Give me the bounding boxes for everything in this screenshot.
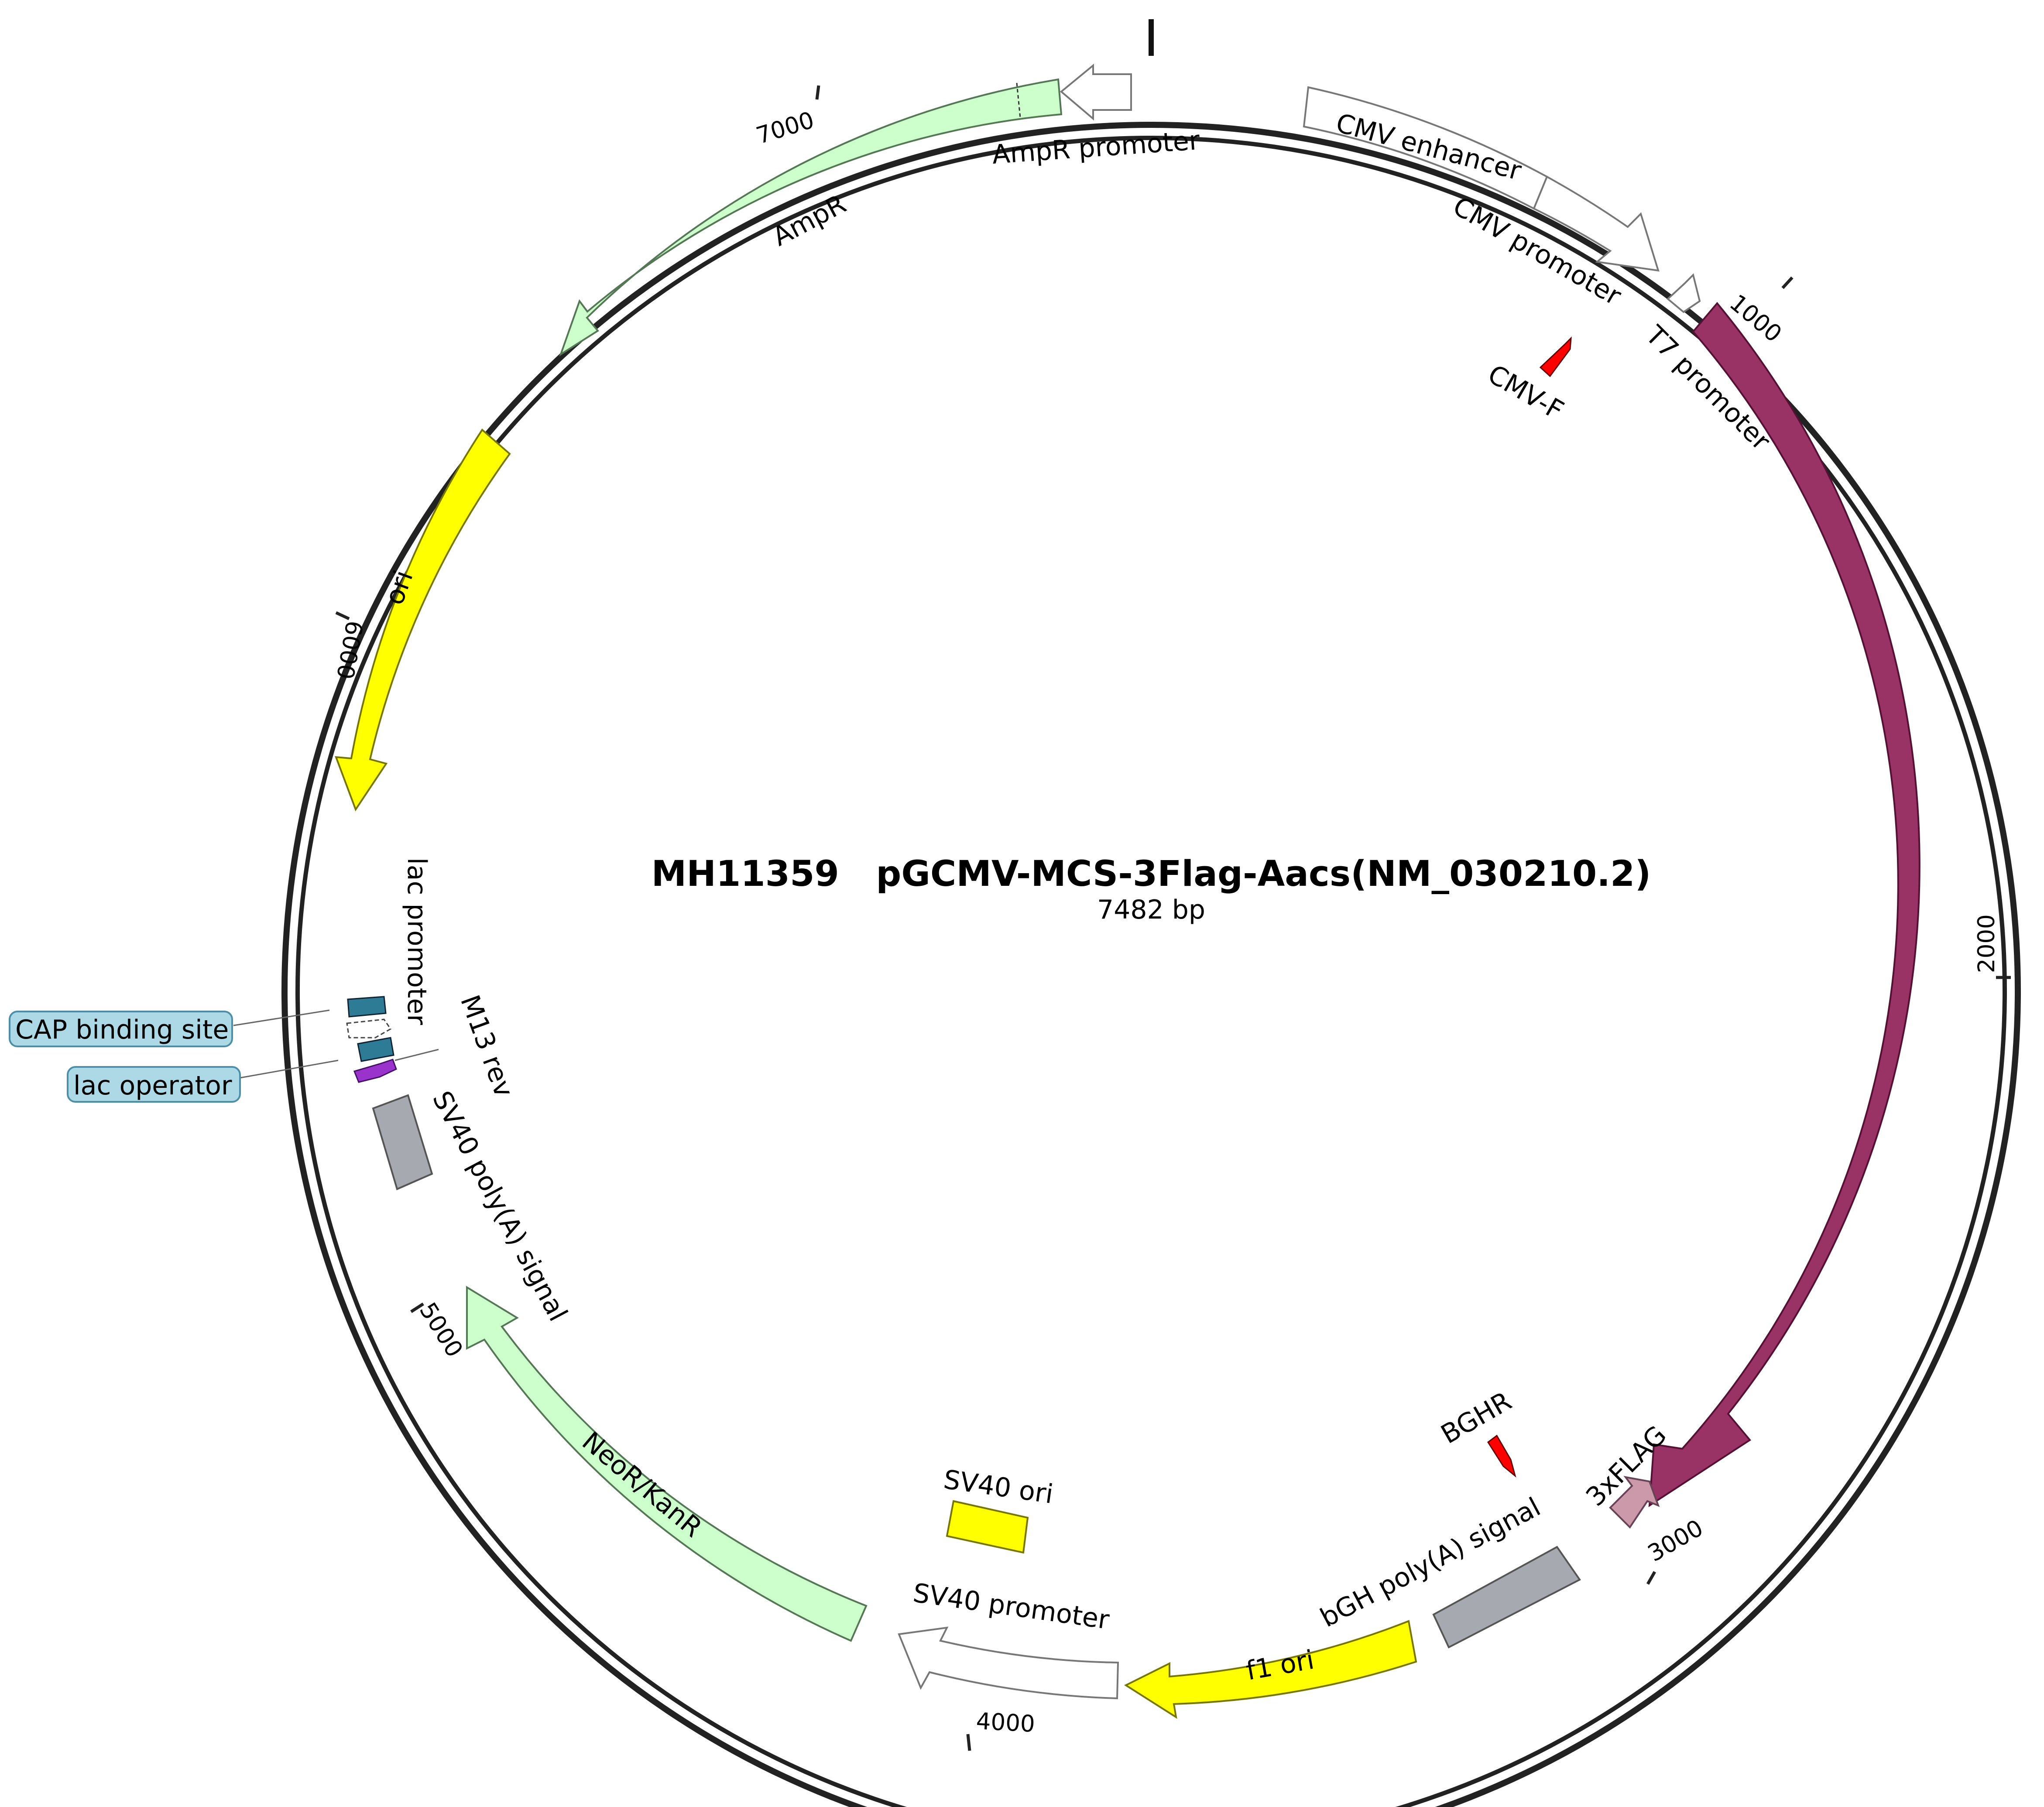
backbone-outer-ring — [281, 122, 2021, 1807]
cmv-enhancer-label: CMV enhancer — [1333, 108, 1525, 187]
cap-binding-callout-line — [233, 1009, 330, 1026]
neor-kanr-label: NeoR/KanR — [576, 1426, 708, 1543]
tick-6000 — [335, 611, 350, 621]
cmv-f-primer — [1539, 336, 1572, 377]
tick-7000 — [815, 85, 820, 100]
lac-operator-callout-line-2 — [394, 1049, 439, 1061]
tick-label-5000: 5000 — [414, 1298, 468, 1362]
tick-label-3000: 3000 — [1643, 1515, 1708, 1567]
ampr-arrow — [559, 78, 1063, 357]
cap-binding-site-shape-2 — [347, 996, 387, 1018]
cap-binding-site-shape — [357, 1037, 394, 1062]
sv40-promoter-label: SV40 promoter — [911, 1578, 1111, 1636]
tick-label-4000: 4000 — [975, 1708, 1036, 1738]
m13-rev-label: M13 rev — [454, 991, 519, 1101]
sv40-ori-shape — [946, 1500, 1029, 1554]
lac-operator-callout-box — [67, 1066, 241, 1103]
ori-arrow — [335, 428, 511, 812]
tick-5000 — [410, 1303, 424, 1313]
neor-kanr-arrow — [466, 1286, 868, 1642]
cap-binding-callout-box — [9, 1011, 233, 1047]
tick-1000 — [1781, 276, 1794, 289]
plasmid-length: 7482 bp — [1097, 895, 1205, 925]
cap-binding-callout-text: CAP binding site — [15, 1015, 229, 1045]
three-x-flag-arrow — [1609, 1476, 1660, 1529]
plasmid-name: MH11359 pGCMV-MCS-3Flag-Aacs(NM_030210.2… — [652, 854, 1651, 895]
sv40-promoter-arrow — [898, 1626, 1119, 1700]
bghr-primer — [1487, 1434, 1516, 1478]
aacs-gene-arrow — [1648, 302, 1921, 1507]
backbone-inner-ring — [295, 136, 2007, 1807]
ampr-promoter-arrow — [1060, 63, 1132, 121]
lac-promoter-label: lac promoter — [401, 857, 432, 1025]
aacs-gene-label: Aacs(NM_030210.2) — [1935, 798, 1966, 1060]
tick-label-7000: 7000 — [753, 107, 817, 150]
tick-label-2000: 2000 — [1973, 914, 2000, 973]
f1-ori-arrow — [1124, 1620, 1417, 1719]
cmv-promoter-arrow — [1533, 175, 1660, 272]
t7-promoter-arrow — [1666, 273, 1701, 313]
sv40-polya-label: SV40 poly(A) signal — [426, 1086, 573, 1326]
sv40-polya-shape — [372, 1094, 433, 1190]
tick-3000 — [1646, 1571, 1656, 1585]
tick-label-6000: 6000 — [331, 619, 367, 681]
lac-operator-shape — [353, 1059, 397, 1083]
tick-4000 — [966, 1734, 971, 1751]
bghr-label: BGHR — [1436, 1386, 1517, 1450]
bgh-polya-shape — [1432, 1546, 1581, 1649]
lac-operator-callout-line — [240, 1060, 339, 1079]
lac-promoter-arrow — [346, 1018, 392, 1039]
lac-operator-callout-text: lac operator — [73, 1070, 232, 1101]
